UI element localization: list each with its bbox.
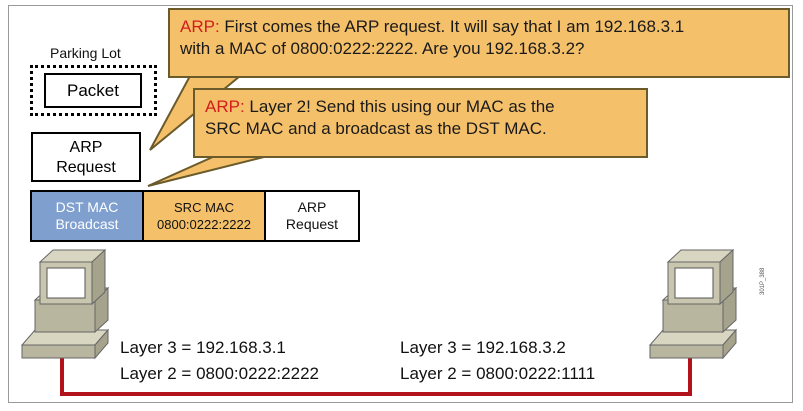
bubble-top-line2: with a MAC of 0800:0222:2222. Are you 19… bbox=[180, 39, 585, 58]
parking-lot-label: Parking Lot bbox=[50, 45, 121, 61]
arp-request-box: ARP Request bbox=[31, 132, 141, 182]
src-mac-cell: SRC MAC 0800:0222:2222 bbox=[144, 192, 266, 240]
host-right-layer2: Layer 2 = 0800:0222:1111 bbox=[400, 364, 596, 383]
payload-line1: ARP bbox=[297, 199, 327, 215]
host-right-addresses: Layer 3 = 192.168.3.2 Layer 2 = 0800:022… bbox=[400, 335, 595, 387]
host-right-layer3: Layer 3 = 192.168.3.2 bbox=[400, 338, 566, 357]
bubble-top-tag: ARP: bbox=[180, 17, 220, 36]
arp-request-line2: Request bbox=[56, 159, 116, 176]
parking-lot-box bbox=[30, 65, 157, 116]
computer-icon-left bbox=[20, 248, 110, 360]
src-mac-title: SRC MAC bbox=[174, 200, 234, 215]
bubble-mid-tail bbox=[147, 155, 269, 187]
bubble-top-line1: ARP: First comes the ARP request. It wil… bbox=[180, 16, 778, 38]
arp-request-bubble: ARP: First comes the ARP request. It wil… bbox=[168, 8, 790, 78]
host-left-layer2: Layer 2 = 0800:0222:2222 bbox=[120, 364, 319, 383]
figure-watermark: 301P_388 bbox=[760, 267, 766, 295]
ethernet-frame: DST MAC Broadcast SRC MAC 0800:0222:2222… bbox=[30, 190, 360, 242]
bubble-mid-line1: ARP: Layer 2! Send this using our MAC as… bbox=[205, 96, 636, 118]
host-left-addresses: Layer 3 = 192.168.3.1 Layer 2 = 0800:022… bbox=[120, 335, 319, 387]
layer2-bubble: ARP: Layer 2! Send this using our MAC as… bbox=[193, 88, 648, 158]
packet-box: Packet bbox=[44, 73, 142, 108]
host-left-layer3: Layer 3 = 192.168.3.1 bbox=[120, 338, 286, 357]
bubble-mid-text1: Layer 2! Send this using our MAC as the bbox=[244, 97, 555, 116]
network-link bbox=[60, 338, 692, 396]
computer-icon-right bbox=[648, 248, 738, 360]
dst-mac-value: Broadcast bbox=[55, 216, 119, 232]
arp-request-line1: ARP bbox=[69, 139, 103, 156]
bubble-top-text1: First comes the ARP request. It will say… bbox=[219, 17, 685, 36]
src-mac-value: 0800:0222:2222 bbox=[157, 217, 251, 232]
dst-mac-title: DST MAC bbox=[55, 199, 119, 215]
payload-cell: ARP Request bbox=[266, 192, 358, 240]
payload-line2: Request bbox=[285, 216, 339, 232]
bubble-mid-line2: SRC MAC and a broadcast as the DST MAC. bbox=[205, 119, 547, 138]
bubble-mid-tag: ARP: bbox=[205, 97, 245, 116]
dst-mac-cell: DST MAC Broadcast bbox=[32, 192, 144, 240]
